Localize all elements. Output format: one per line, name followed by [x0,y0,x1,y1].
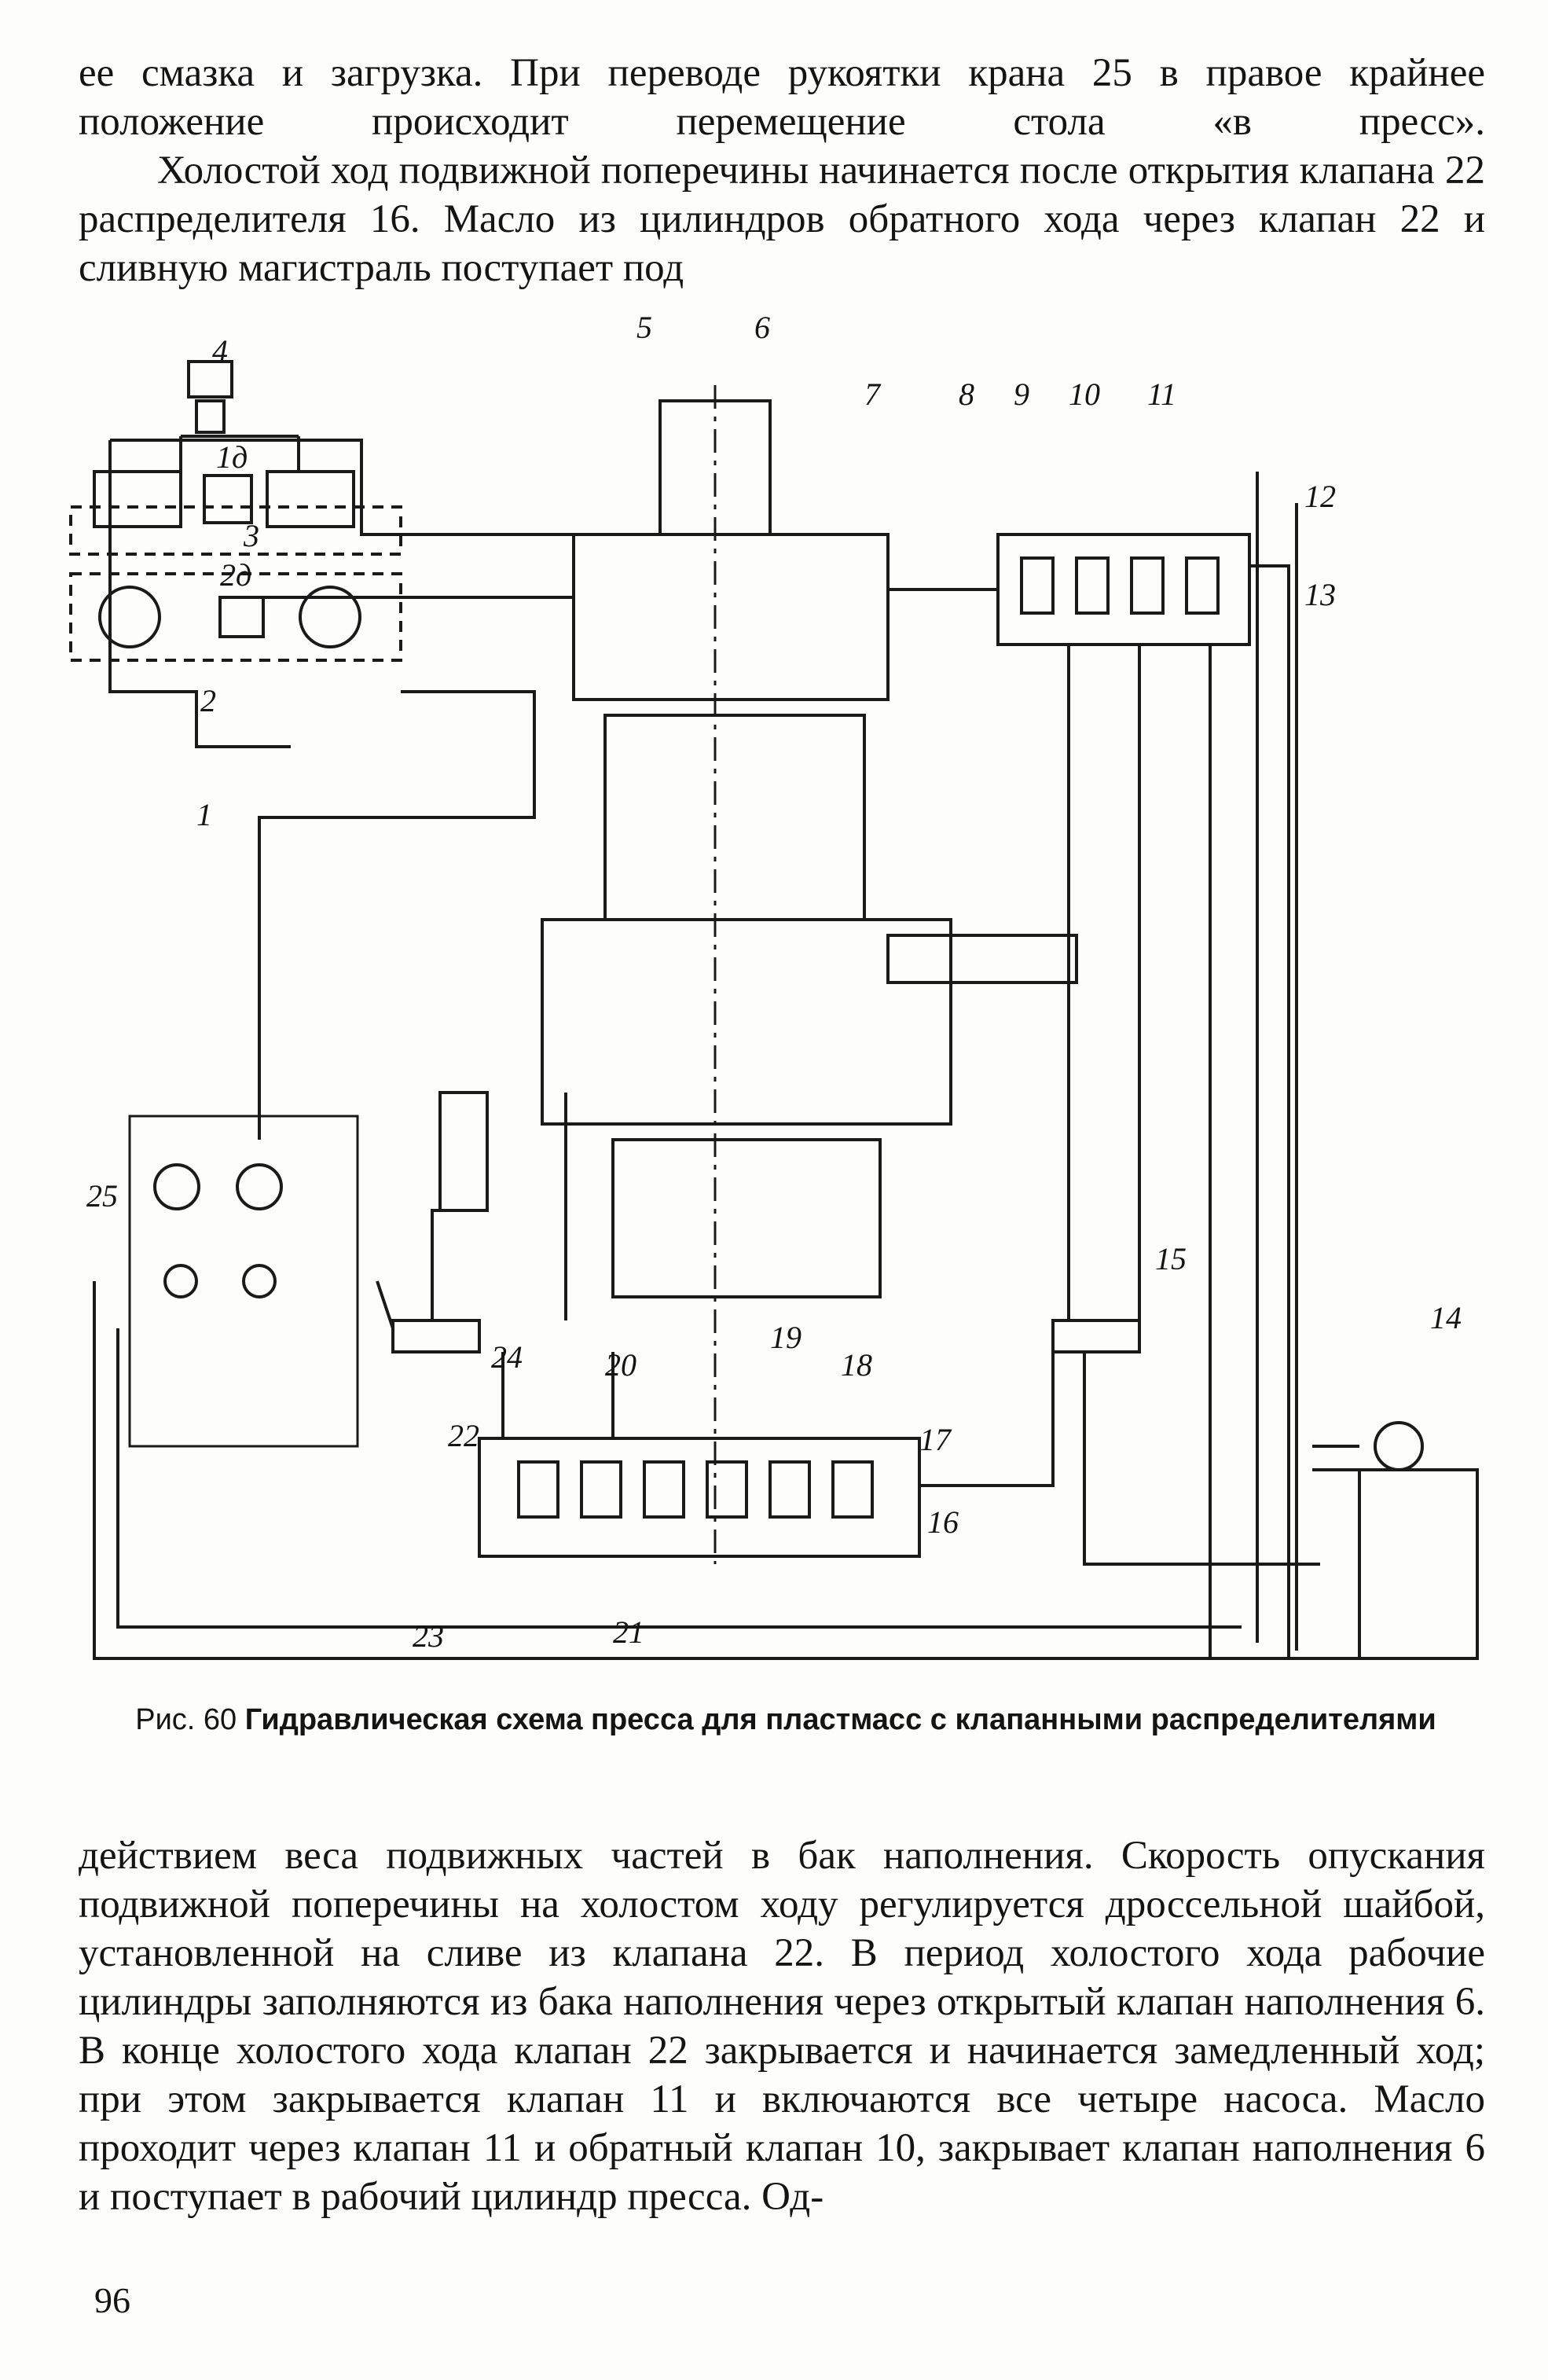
label-11: 11 [1147,376,1176,412]
label-23: 23 [413,1618,444,1654]
label-17: 17 [919,1422,952,1457]
figure-caption: Рис. 60 Гидравлическая схема пресса для … [94,1702,1477,1738]
pressure-gauge-left [153,1163,200,1210]
valve-24 [391,1319,481,1353]
label-19: 19 [770,1320,802,1355]
label-25: 25 [86,1178,118,1214]
label-24: 24 [491,1339,523,1375]
label-13: 13 [1304,577,1336,612]
hydraulic-schematic-figure: 4 1д 3 2д 2 1 5 6 7 8 9 10 11 12 13 14 1… [69,310,1479,1660]
pump-group-left-1 [93,470,182,528]
label-16: 16 [927,1504,959,1540]
label-22: 22 [448,1418,479,1453]
page-number: 96 [94,2280,130,2320]
label-12: 12 [1304,479,1336,514]
valve-4-body [195,399,226,434]
accumulator-cylinder [438,1091,489,1212]
distributor-16 [478,1437,921,1558]
label-18: 18 [841,1347,872,1383]
control-panel-25 [128,1115,359,1448]
label-1: 1 [196,797,212,832]
paragraph-top-1: ее смазка и загрузка. При переводе рукоя… [79,51,1485,144]
motor-1d-box [203,474,253,524]
label-10: 10 [1069,376,1100,412]
paragraph-bottom: действием веса подвижных частей в бак на… [79,1834,1485,2219]
pump-2-right [299,586,361,648]
side-cylinder [886,934,1078,984]
label-4: 4 [212,333,228,369]
label-6: 6 [754,310,770,345]
paragraph-top-2: Холостой ход подвижной поперечины начина… [79,149,1485,290]
press-top-crossbeam [572,533,890,701]
valve-4-top [187,360,233,399]
motor-2d-box [218,596,265,638]
label-9: 9 [1014,376,1029,412]
label-21: 21 [613,1614,644,1650]
distributor-13 [996,533,1251,646]
tank [1358,1468,1479,1660]
label-5: 5 [636,310,652,345]
label-20: 20 [605,1347,636,1383]
pressure-gauge-right [236,1163,283,1210]
caption-prefix: Рис. 60 [135,1703,237,1736]
label-1d: 1д [216,439,248,475]
pump-2-left [98,586,161,648]
label-14: 14 [1430,1300,1462,1335]
moving-crossbeam [541,918,952,1126]
label-3: 3 [243,518,259,553]
label-8: 8 [959,376,974,412]
valve-15 [1051,1319,1141,1353]
lower-table [611,1138,882,1298]
caption-text: Гидравлическая схема пресса для пластмас… [244,1703,1436,1736]
label-7: 7 [864,376,882,412]
label-2: 2 [200,683,216,718]
label-2d: 2д [220,557,251,593]
press-columns [603,714,866,921]
label-15: 15 [1155,1241,1187,1276]
pump-group-left-2 [266,470,355,528]
pump-14 [1374,1421,1424,1471]
